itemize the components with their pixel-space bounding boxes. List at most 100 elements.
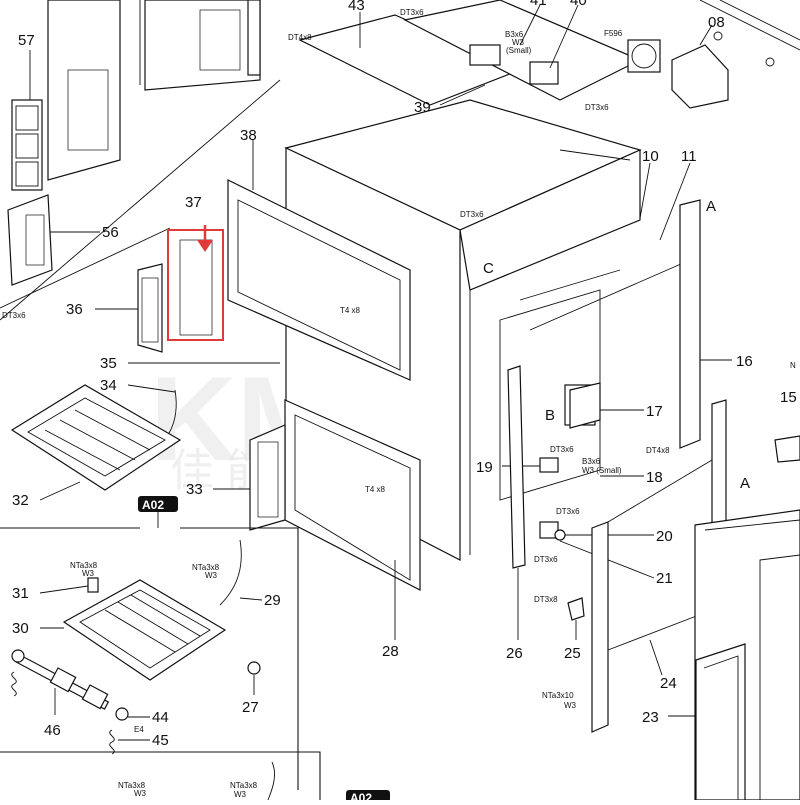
section-tag-a02: A02 bbox=[142, 498, 164, 512]
section-a02-bottom: NTa3x8 W3 NTa3x8 W3 A02 bbox=[0, 751, 390, 805]
part-37-filter-highlighted: 37 bbox=[167, 194, 224, 341]
callout-57: 57 bbox=[18, 32, 35, 49]
fastener-small-a: (Small) bbox=[506, 46, 532, 55]
callout-15: 15 bbox=[780, 389, 797, 406]
left-rear-panel bbox=[47, 0, 261, 181]
callout-19: 19 bbox=[476, 459, 493, 476]
part-26-rail: 26 bbox=[506, 365, 526, 662]
fastener-dt3x6-center: DT3x6 bbox=[460, 210, 484, 219]
callout-16: 16 bbox=[736, 353, 753, 370]
fastener-dt3x8-25: DT3x8 bbox=[534, 595, 558, 604]
fastener-nta3x8-29: NTa3x8 bbox=[192, 563, 220, 572]
fastener-e4: E4 bbox=[134, 725, 144, 734]
callout-30: 30 bbox=[12, 620, 29, 637]
fastener-nta3x8-bc: NTa3x8 bbox=[230, 781, 258, 790]
callout-33: 33 bbox=[186, 481, 203, 498]
callout-26: 26 bbox=[506, 645, 523, 662]
callout-43: 43 bbox=[348, 0, 365, 14]
part-15-partial: 15 N bbox=[774, 361, 800, 463]
callout-29: 29 bbox=[264, 592, 281, 609]
part-30-feed-unit: 30 bbox=[12, 579, 227, 681]
letter-b: B bbox=[545, 407, 555, 424]
part-18-19-brackets: 19 18 DT3x6 B3x6 W3 (Small) bbox=[476, 445, 663, 486]
part-46-roller: 46 bbox=[11, 649, 110, 739]
callout-32: 32 bbox=[12, 492, 29, 509]
fastener-nta3x8-bl: NTa3x8 bbox=[118, 781, 146, 790]
callout-21: 21 bbox=[656, 570, 673, 587]
callout-38: 38 bbox=[240, 127, 257, 144]
part-38-front-frame: 38 T4 x8 T4 x8 28 bbox=[227, 127, 421, 660]
fastener-w3-bl: W3 bbox=[134, 789, 147, 798]
part-29-cable: 29 NTa3x8 W3 bbox=[192, 539, 281, 609]
callout-24: 24 bbox=[660, 675, 677, 692]
callout-28: 28 bbox=[382, 643, 399, 660]
fastener-dt4x8-right: DT4x8 bbox=[646, 446, 670, 455]
part-56-bracket: 56 DT3x6 bbox=[2, 194, 119, 320]
callout-41: 41 bbox=[530, 0, 547, 9]
callout-56: 56 bbox=[102, 224, 119, 241]
part-44-45-bearing: 44 E4 45 bbox=[109, 707, 169, 755]
part-32-tray: 32 bbox=[10, 384, 182, 509]
fastener-w3-a: W3 bbox=[512, 38, 525, 47]
callout-18: 18 bbox=[646, 469, 663, 486]
callout-44: 44 bbox=[152, 709, 169, 726]
fastener-w3-31: W3 bbox=[82, 569, 95, 578]
part-33-vent: 33 bbox=[186, 424, 286, 531]
fastener-t4x8-b: T4 x8 bbox=[365, 485, 386, 494]
callout-10: 10 bbox=[642, 148, 659, 165]
part-23-door: 23 bbox=[642, 509, 800, 801]
fastener-dt4x8-top: DT4x8 bbox=[288, 33, 312, 42]
callout-46: 46 bbox=[44, 722, 61, 739]
fastener-dt3x6-top: DT3x6 bbox=[400, 8, 424, 17]
letter-a-right: A bbox=[740, 475, 750, 492]
fastener-b3x6: B3x6 bbox=[505, 30, 524, 39]
part-25-latch: 25 DT3x8 bbox=[534, 595, 585, 662]
fastener-dt3x6-right-top: DT3x6 bbox=[585, 103, 609, 112]
part-34-cable: 34 bbox=[100, 377, 177, 461]
callout-45: 45 bbox=[152, 732, 169, 749]
callout-34: 34 bbox=[100, 377, 117, 394]
callout-11: 11 bbox=[681, 148, 697, 165]
fastener-dt3x6-21: DT3x6 bbox=[534, 555, 558, 564]
part-36-filter-cover: 36 bbox=[66, 263, 163, 353]
part-17-bracket: 17 DT4x8 bbox=[569, 382, 670, 455]
part-27-bushing: 27 bbox=[242, 661, 261, 716]
fastener-w3-small-b: W3 (Small) bbox=[582, 466, 622, 475]
callout-25: 25 bbox=[564, 645, 581, 662]
part-20-21-clips: 20 21 DT3x6 DT3x6 bbox=[534, 507, 673, 587]
part-16-side-frame: 16 A bbox=[679, 198, 753, 449]
fastener-w3-29: W3 bbox=[205, 571, 218, 580]
fastener-dt3x6-left: DT3x6 bbox=[2, 311, 26, 320]
section-a02-box: A02 bbox=[0, 496, 299, 790]
callout-20: 20 bbox=[656, 528, 673, 545]
fastener-nta3x8-31: NTa3x8 bbox=[70, 561, 98, 570]
part-35-rod: 35 bbox=[100, 355, 280, 372]
callout-35: 35 bbox=[100, 355, 117, 372]
fan-f596: F596 08 bbox=[604, 0, 800, 109]
fastener-dt3x6-20: DT3x6 bbox=[556, 507, 580, 516]
fastener-t4x8-a: T4 x8 bbox=[340, 306, 361, 315]
letter-c: C bbox=[483, 260, 494, 277]
callout-23: 23 bbox=[642, 709, 659, 726]
fastener-w3-bc: W3 bbox=[234, 790, 247, 799]
callout-36: 36 bbox=[66, 301, 83, 318]
callout-27: 27 bbox=[242, 699, 259, 716]
callout-31: 31 bbox=[12, 585, 29, 602]
callout-40: 40 bbox=[570, 0, 587, 9]
fastener-dt3x6-mid: DT3x6 bbox=[550, 445, 574, 454]
part-10-11-rails: 10 11 bbox=[639, 148, 697, 241]
letter-a-top: A bbox=[706, 198, 716, 215]
callout-partial-n: N bbox=[790, 361, 796, 370]
part-57-filter: 57 bbox=[11, 32, 43, 191]
reference-lines bbox=[0, 0, 281, 321]
callout-08: 08 bbox=[708, 14, 725, 31]
section-tag-a02-bottom: A02 bbox=[350, 791, 372, 800]
fastener-f596: F596 bbox=[604, 29, 623, 38]
callout-37: 37 bbox=[185, 194, 202, 211]
part-31-screw: 31 NTa3x8 W3 bbox=[12, 561, 99, 602]
fastener-nta3x10: NTa3x10 bbox=[542, 691, 574, 700]
callout-17: 17 bbox=[646, 403, 663, 420]
fastener-b3x6-b: B3x6 bbox=[582, 457, 601, 466]
